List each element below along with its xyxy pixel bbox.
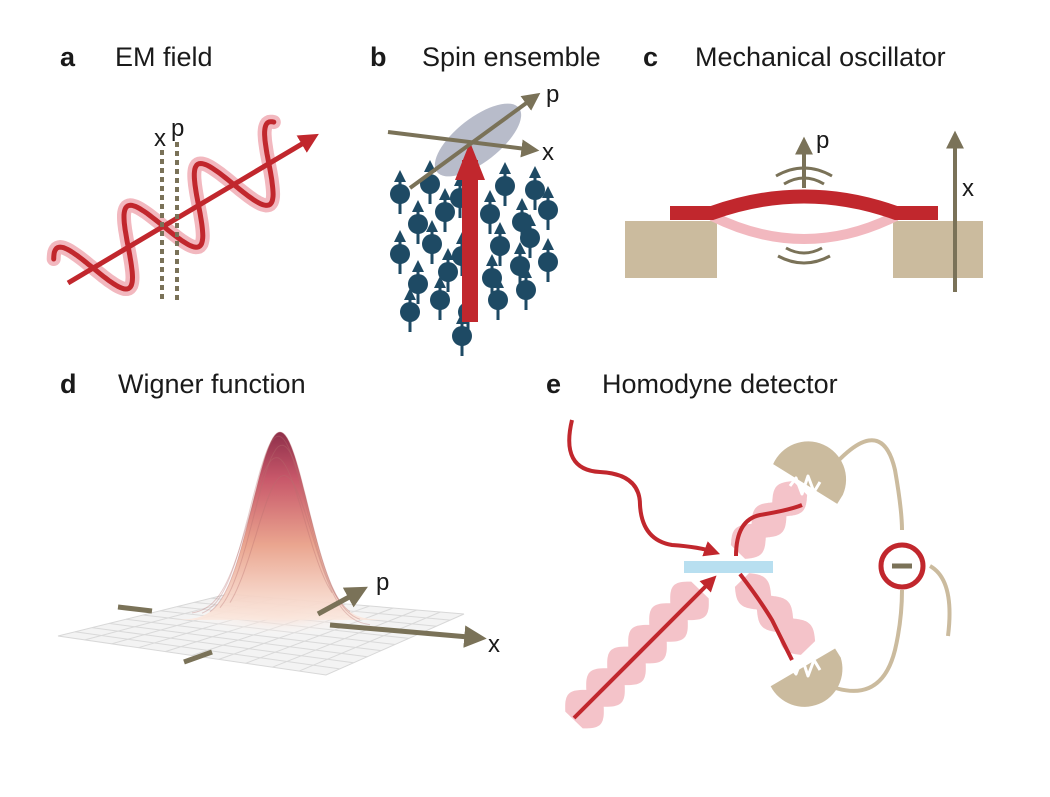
peak-mesh-line (191, 457, 333, 614)
x-axis-arrow (329, 622, 487, 648)
x-axis-back (117, 604, 153, 614)
panel-b-title: Spin ensemble (422, 42, 601, 72)
output-path-upper (734, 503, 803, 557)
peak-mesh-line (201, 435, 343, 614)
panel-b-letter: b (370, 42, 387, 72)
circuit-wire-top (818, 438, 904, 531)
output-beam-upper-glow (730, 481, 808, 559)
em-wave (46, 114, 319, 297)
panel-e: e Homodyne detector (546, 369, 952, 729)
resistor-icon (788, 656, 822, 678)
propagation-arrow (66, 133, 319, 286)
panel-e-title: Homodyne detector (602, 369, 838, 399)
photodetector-upper (773, 441, 847, 504)
left-support (625, 221, 717, 278)
spin-arrow-icon (480, 190, 500, 234)
circuit-wire-out (928, 564, 952, 637)
right-support (893, 221, 983, 278)
spin-arrow-icon (538, 186, 558, 230)
panel-a-letter: a (60, 42, 76, 72)
panel-c: c Mechanical oscillator p x (625, 42, 983, 292)
peak-mesh-lines (191, 431, 371, 626)
x-axis-arrow (387, 130, 540, 158)
p-label: p (376, 569, 389, 596)
resistor-icon (788, 474, 822, 496)
vibration-arc-bottom-2 (777, 254, 831, 265)
vibration-arc-top-1 (783, 176, 825, 186)
peak-mesh-line (219, 444, 361, 620)
wigner-peak (170, 432, 390, 620)
spin-arrow-icon (400, 288, 420, 332)
p-label: p (816, 127, 829, 154)
panel-c-title: Mechanical oscillator (695, 42, 946, 72)
output-path-lower (738, 572, 794, 661)
vibration-arc-top-2 (775, 166, 833, 178)
spin-arrow-icon (390, 230, 410, 274)
beam (670, 189, 938, 220)
grid-line (272, 609, 417, 668)
spin-arrow-icon (490, 222, 510, 266)
local-oscillator-arrow (572, 575, 717, 720)
p-label: p (546, 81, 559, 108)
spin-arrow-icon (435, 188, 455, 232)
x-label: x (542, 139, 554, 166)
signal-input-path (567, 419, 721, 557)
beam-lower-position (709, 211, 899, 244)
vibration-arc-bottom-1 (785, 246, 823, 255)
spin-arrow-icon (516, 266, 536, 310)
spin-arrow-icon (520, 214, 540, 258)
spin-arrow-icon (495, 162, 515, 206)
x-label: x (154, 125, 166, 152)
p-axis-arrow (316, 586, 368, 617)
spin-arrow-icon (422, 220, 442, 264)
p-label: p (171, 115, 184, 142)
em-wave-curve (51, 119, 277, 292)
beam-splitter (684, 561, 773, 573)
photodetector-lower (770, 648, 843, 707)
peak-mesh-line (229, 474, 371, 626)
spin-arrow-icon (438, 248, 458, 292)
panel-b: b Spin ensemble p x (370, 42, 601, 356)
panel-a-title: EM field (115, 42, 213, 72)
grid-line (299, 611, 441, 672)
spin-arrow-icon (488, 276, 508, 320)
spin-arrow-icon (525, 166, 545, 210)
p-axis-back (183, 649, 213, 665)
x-label: x (962, 175, 974, 202)
spin-arrow-icon (430, 276, 450, 320)
circuit-wire-bottom (819, 589, 904, 693)
peak-mesh-line (209, 431, 351, 613)
collective-spin-arrowhead (455, 142, 485, 180)
x-label: x (488, 631, 500, 658)
panel-d-title: Wigner function (118, 369, 306, 399)
spin-arrow-icon (408, 260, 428, 304)
panel-a: a EM field x p (46, 42, 319, 300)
panel-e-letter: e (546, 369, 561, 399)
panel-d: d Wigner function p x (57, 369, 500, 676)
spin-arrow-icon (408, 200, 428, 244)
panel-c-letter: c (643, 42, 658, 72)
spin-arrow-icon (390, 170, 410, 214)
panel-d-letter: d (60, 369, 77, 399)
spin-arrow-icon (538, 238, 558, 282)
